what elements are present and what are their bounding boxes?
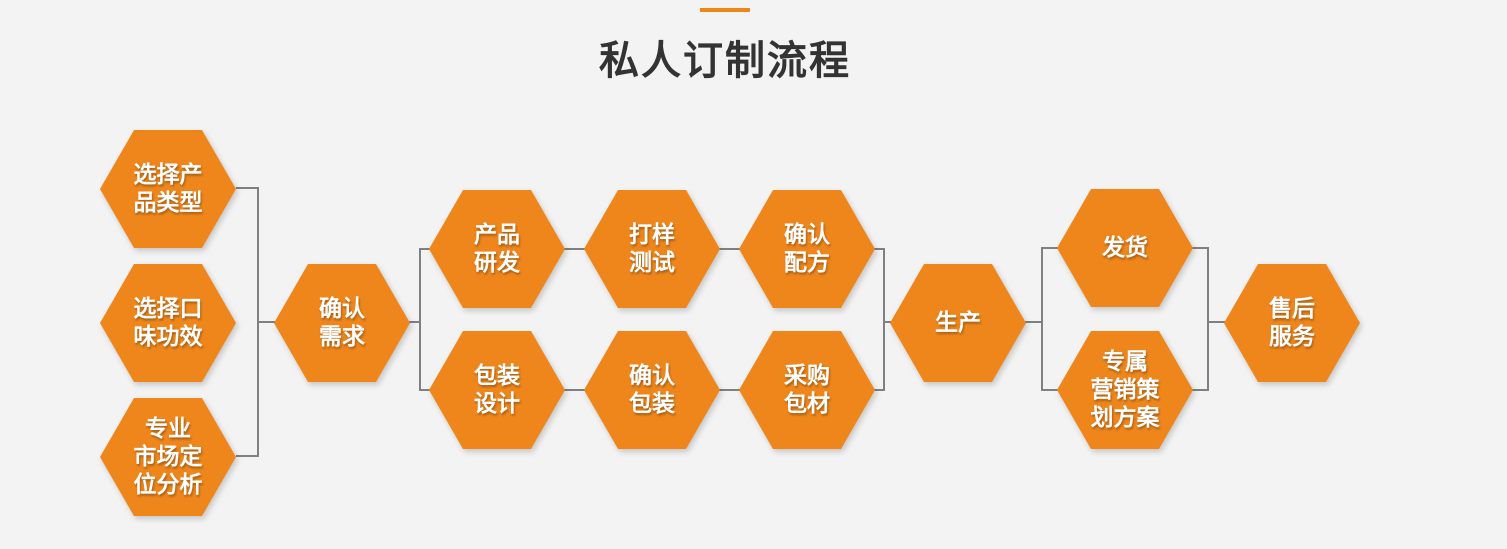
hexagon-shape [739, 190, 875, 308]
hexagon-shape [429, 190, 565, 308]
step-label: 售后 服务 [1269, 296, 1315, 350]
hexagon-shape [1057, 331, 1193, 449]
step-label: 发货 [1102, 235, 1148, 261]
step-market-positioning: 专业 市场定 位分析 [100, 398, 236, 516]
step-label: 产品 研发 [474, 222, 520, 276]
step-after-sales: 售后 服务 [1224, 264, 1360, 382]
hexagon-shape [274, 264, 410, 382]
step-label: 确认 配方 [784, 222, 830, 276]
connector [1192, 247, 1226, 391]
step-confirm-formula: 确认 配方 [739, 190, 875, 308]
hexagon-shape [739, 331, 875, 449]
step-production: 生产 [890, 264, 1026, 382]
hexagon-shape [100, 398, 236, 516]
hexagon-shape [1224, 264, 1360, 382]
step-label: 采购 包材 [784, 363, 830, 417]
step-label: 专属 营销策 划方案 [1090, 349, 1160, 431]
step-packaging-design: 包装 设计 [429, 331, 565, 449]
hexagon-shape [584, 190, 720, 308]
step-label: 专业 市场定 位分析 [133, 416, 203, 498]
step-marketing-plan: 专属 营销策 划方案 [1057, 331, 1193, 449]
connector [564, 248, 741, 391]
page-title: 私人订制流程 [599, 38, 851, 84]
step-confirm-requirements: 确认 需求 [274, 264, 410, 382]
step-label: 生产 [935, 310, 981, 336]
step-label: 包装 设计 [474, 363, 520, 417]
step-shipping: 发货 [1057, 189, 1193, 307]
step-select-flavor-effect: 选择口 味功效 [100, 264, 236, 382]
step-sample-testing: 打样 测试 [584, 190, 720, 308]
step-select-product-type: 选择产 品类型 [100, 130, 236, 248]
hexagon-shape [429, 331, 565, 449]
connector [1025, 247, 1059, 391]
step-product-rd: 产品 研发 [429, 190, 565, 308]
step-label: 确认 需求 [319, 296, 365, 350]
step-label: 确认 包装 [629, 363, 675, 417]
step-confirm-packaging: 确认 包装 [584, 331, 720, 449]
title-accent-bar [700, 8, 750, 12]
connector [236, 187, 276, 457]
step-label: 打样 测试 [629, 222, 675, 276]
hexagon-shape [100, 264, 236, 382]
step-purchase-materials: 采购 包材 [739, 331, 875, 449]
hexagon-shape [890, 264, 1026, 382]
hexagon-shape [100, 130, 236, 248]
connector [409, 248, 430, 391]
step-label: 选择口 味功效 [133, 296, 203, 350]
hexagon-shape [1057, 189, 1193, 307]
step-label: 选择产 品类型 [133, 162, 203, 216]
hexagon-shape [584, 331, 720, 449]
